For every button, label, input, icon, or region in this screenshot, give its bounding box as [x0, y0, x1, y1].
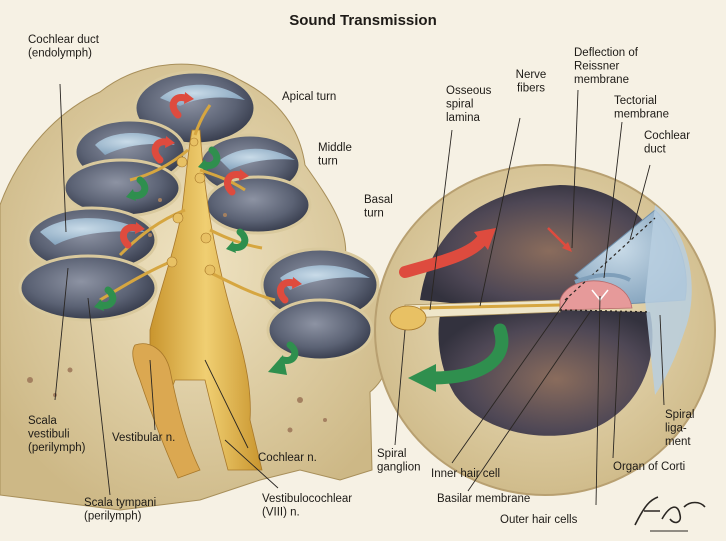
label-line: ganglion: [377, 462, 420, 474]
label-line: (perilymph): [84, 511, 142, 523]
label-line: Inner hair cell: [431, 468, 500, 480]
label-cochlear-duct-left: Cochlear duct (endolymph): [28, 34, 100, 60]
label-line: Spiral: [665, 409, 694, 421]
label-line: Middle: [318, 142, 352, 154]
label-line: vestibuli: [28, 429, 70, 441]
label-line: Vestibular n.: [112, 432, 175, 444]
label-scala-tympani: Scala tympani (perilymph): [84, 497, 156, 523]
label-vestibulocochlear: Vestibulocochlear (VIII) n.: [262, 493, 352, 519]
label-basal-turn: Basal turn: [364, 194, 393, 220]
label-line: Osseous: [446, 85, 492, 97]
label-line: Reissner: [574, 61, 620, 73]
label-basilar-membrane: Basilar membrane: [437, 493, 530, 505]
label-line: duct: [644, 144, 667, 156]
label-line: Apical turn: [282, 91, 336, 103]
label-line: spiral: [446, 99, 473, 111]
spiral-ganglion: [390, 306, 426, 330]
label-nerve-fibers: Nerve fibers: [516, 69, 547, 95]
label-line: fibers: [517, 83, 545, 95]
label-line: Organ of Corti: [613, 461, 685, 473]
label-tectorial-membrane: Tectorial membrane: [614, 95, 669, 121]
label-line: lamina: [446, 112, 480, 124]
label-spiral-ligament: Spiral liga-ment: [665, 409, 694, 448]
label-line: (VIII) n.: [262, 507, 300, 519]
label-line: Cochlear duct: [28, 34, 100, 46]
label-line: Cochlear n.: [258, 452, 317, 464]
label-line: turn: [364, 208, 384, 220]
label-line: Basilar membrane: [437, 493, 530, 505]
label-line: membrane: [614, 109, 669, 121]
netter-signature: [635, 497, 705, 531]
label-outer-hair-cells: Outer hair cells: [500, 514, 578, 526]
label-line: liga-: [665, 423, 687, 435]
label-line: Tectorial: [614, 95, 657, 107]
label-cochlear-duct-right: Cochlear duct: [644, 130, 690, 156]
label-apical-turn: Apical turn: [282, 91, 336, 103]
label-line: Scala: [28, 415, 57, 427]
label-line: Spiral: [377, 448, 406, 460]
label-line: Nerve: [516, 69, 547, 81]
label-cochlear-n: Cochlear n.: [258, 452, 317, 464]
label-organ-of-corti: Organ of Corti: [613, 461, 685, 473]
label-line: Basal: [364, 194, 393, 206]
label-spiral-ganglion: Spiral ganglion: [377, 448, 420, 474]
label-line: Vestibulocochlear: [262, 493, 352, 505]
label-line: turn: [318, 156, 338, 168]
label-vestibular-n: Vestibular n.: [112, 432, 175, 444]
label-middle-turn: Middle turn: [318, 142, 352, 168]
figure-title: Sound Transmission: [289, 12, 437, 29]
label-line: Outer hair cells: [500, 514, 578, 526]
label-inner-hair-cell: Inner hair cell: [431, 468, 500, 480]
label-line: ment: [665, 436, 691, 448]
label-line: (endolymph): [28, 48, 92, 60]
label-line: Scala tympani: [84, 497, 156, 509]
label-line: Deflection of: [574, 47, 639, 59]
label-line: Cochlear: [644, 130, 690, 142]
label-line: (perilymph): [28, 442, 86, 454]
label-line: membrane: [574, 74, 629, 86]
